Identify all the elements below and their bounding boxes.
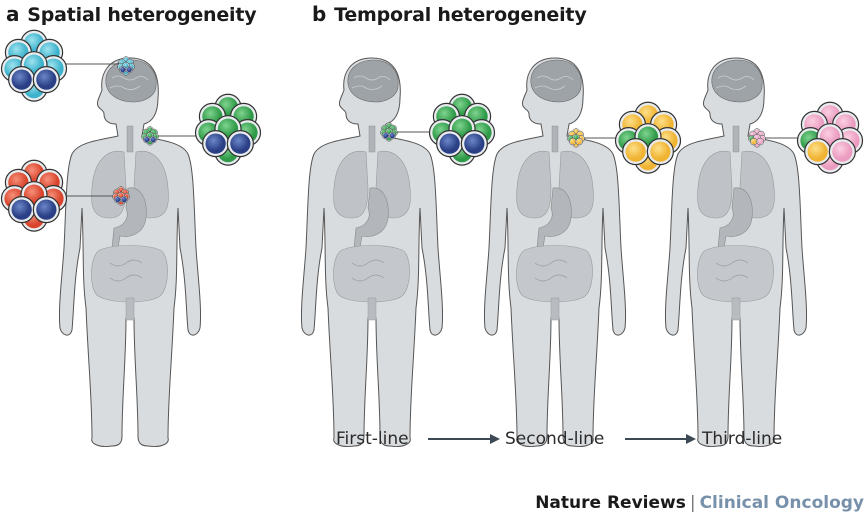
tumour-cell-nucleus [144,136,150,143]
journal-name: Nature Reviews [535,493,686,513]
tumour-cell-nucleus [11,69,32,90]
tumour-cell-nucleus [757,138,763,145]
tumour-cell-nucleus [205,133,226,154]
tumour-cell-nucleus [230,133,251,154]
cluster-intestine-small [112,186,130,206]
cluster-brain-large [0,29,68,102]
cluster-lung-large [194,93,262,166]
tumour-cell-nucleus [383,132,389,139]
cluster-second-line-large [614,101,682,174]
stage-label-first-line: First-line [336,429,409,449]
tumour-cell-nucleus [570,138,576,145]
tumour-cell-nucleus [650,141,671,162]
tumour-cell-nucleus [150,136,156,143]
panel-b-human-third-line [664,57,808,448]
arrow-second-to-third [625,434,696,444]
cluster-first-line-small [380,122,398,142]
tumour-cell-nucleus [121,196,127,203]
stage-label-second-line: Second-line [505,429,605,449]
tumour-cell-nucleus [439,133,460,154]
cluster-lung-small [141,126,159,146]
panel-a-title-text: Spatial heterogeneity [27,4,257,26]
footer-separator: | [689,493,696,513]
journal-section: Clinical Oncology [699,493,864,513]
panel-a-title: a Spatial heterogeneity [6,2,257,26]
panel-a-human [58,57,202,448]
tumour-cell-nucleus [126,66,132,73]
tumour-cell-nucleus [115,196,121,203]
tumour-cell-nucleus [625,141,646,162]
tumour-cell-nucleus [120,66,126,73]
tumour-cell-nucleus [11,199,32,220]
cluster-second-line-small [567,128,585,148]
panel-b-letter: b [312,2,327,26]
stage-label-third-line: Third-line [702,429,783,449]
tumour-cell-nucleus [807,141,828,162]
cluster-third-line-small [748,128,766,148]
tumour-cell-nucleus [36,199,57,220]
tumour-cell-nucleus [751,138,757,145]
panel-b-human-first-line [300,57,444,448]
tumour-cell-nucleus [832,141,853,162]
tumour-cell-nucleus [36,69,57,90]
tumour-cell-nucleus [576,138,582,145]
journal-footer: Nature Reviews|Clinical Oncology [535,493,864,513]
panel-b-human-second-line [483,57,627,448]
tumour-cell-nucleus [389,132,395,139]
cluster-third-line-large [796,101,864,174]
cluster-first-line-large [428,93,496,166]
arrow-first-to-second [428,434,500,444]
panel-b-title-text: Temporal heterogeneity [334,4,587,26]
panel-a-letter: a [6,2,20,26]
cluster-intestine-large [0,159,68,232]
panel-b-title: b Temporal heterogeneity [312,2,587,26]
cluster-brain-small [117,56,135,76]
tumour-cell-nucleus [464,133,485,154]
